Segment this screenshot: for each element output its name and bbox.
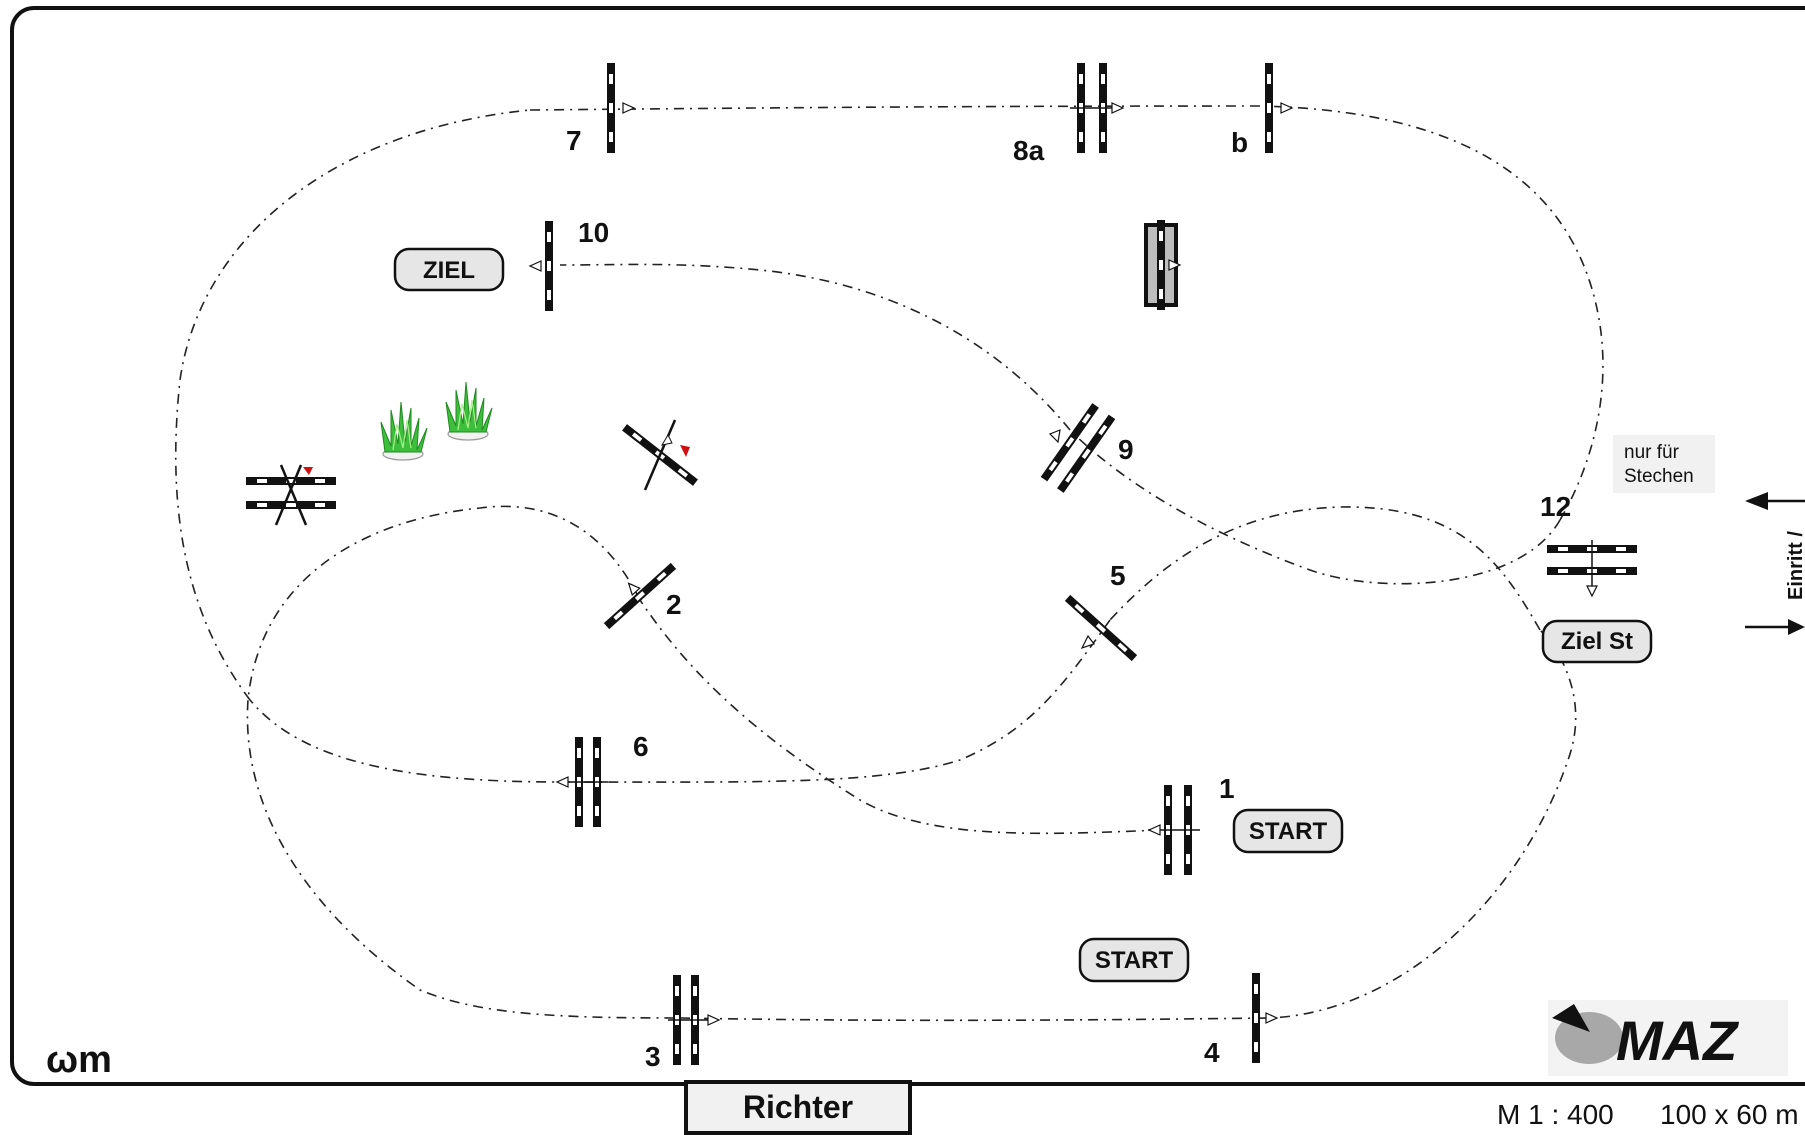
spare-obstacle-cross (622, 419, 698, 491)
arena-size-label: 100 x 60 m (1660, 1099, 1799, 1130)
bush-decoration-1 (380, 401, 428, 461)
maz-logo: MAZ (1548, 1000, 1788, 1076)
obstacle-8b (1265, 63, 1293, 153)
label-obstacle-8b: b (1231, 127, 1248, 158)
label-obstacle-4: 4 (1204, 1037, 1220, 1068)
jumpoff-note: nur für Stechen (1613, 435, 1715, 493)
label-obstacle-12: 12 (1540, 491, 1571, 522)
obstacle-1 (1148, 785, 1200, 875)
label-obstacle-2: 2 (666, 589, 682, 620)
obstacle-10 (529, 221, 553, 311)
obstacle-2 (603, 562, 677, 630)
course-route (174, 105, 1604, 1022)
entrance-indicator: Einritt / (1745, 492, 1805, 635)
bush-decoration-2 (445, 381, 493, 441)
obstacle-8a (1070, 63, 1124, 153)
obstacle-7 (607, 63, 635, 153)
obstacle-6 (556, 737, 608, 827)
obstacle-3 (668, 975, 720, 1065)
jumpoff-finish-marker: Ziel St (1541, 619, 1653, 664)
label-obstacle-9: 9 (1118, 434, 1134, 465)
svg-text:Richter: Richter (743, 1089, 853, 1125)
svg-text:START: START (1095, 947, 1174, 974)
entrance-label: Einritt / (1785, 531, 1805, 600)
svg-text:Stechen: Stechen (1624, 466, 1694, 487)
label-obstacle-6: 6 (633, 731, 649, 762)
obstacle-9 (1040, 403, 1116, 493)
start-marker: START (1232, 808, 1344, 854)
spare-obstacle-left (246, 464, 336, 526)
svg-text:nur für: nur für (1624, 442, 1680, 463)
svg-text:Ziel St: Ziel St (1561, 628, 1633, 655)
label-obstacle-5: 5 (1110, 560, 1126, 591)
label-obstacle-10: 10 (578, 217, 609, 248)
spare-obstacle-box (1144, 220, 1181, 310)
svg-text:ZIEL: ZIEL (423, 257, 475, 284)
label-obstacle-7: 7 (566, 125, 582, 156)
svg-text:START: START (1249, 818, 1328, 845)
obstacle-5-arrow (1080, 634, 1095, 650)
obstacle-5 (1064, 594, 1138, 662)
arena-border (10, 6, 1805, 1086)
scale-label: M 1 : 400 (1497, 1099, 1614, 1130)
obstacle-12 (1547, 540, 1637, 598)
label-obstacle-8a: 8a (1013, 135, 1045, 166)
finish-marker: ZIEL (393, 247, 505, 292)
label-obstacle-1: 1 (1219, 773, 1235, 804)
judge-box: Richter (684, 1080, 912, 1135)
svg-text:MAZ: MAZ (1616, 1009, 1739, 1072)
label-obstacle-3: 3 (645, 1041, 661, 1072)
designer-signature: ωm (46, 1039, 112, 1081)
jumpoff-start-marker: START (1078, 937, 1190, 983)
obstacle-9-arrow (1048, 429, 1061, 444)
